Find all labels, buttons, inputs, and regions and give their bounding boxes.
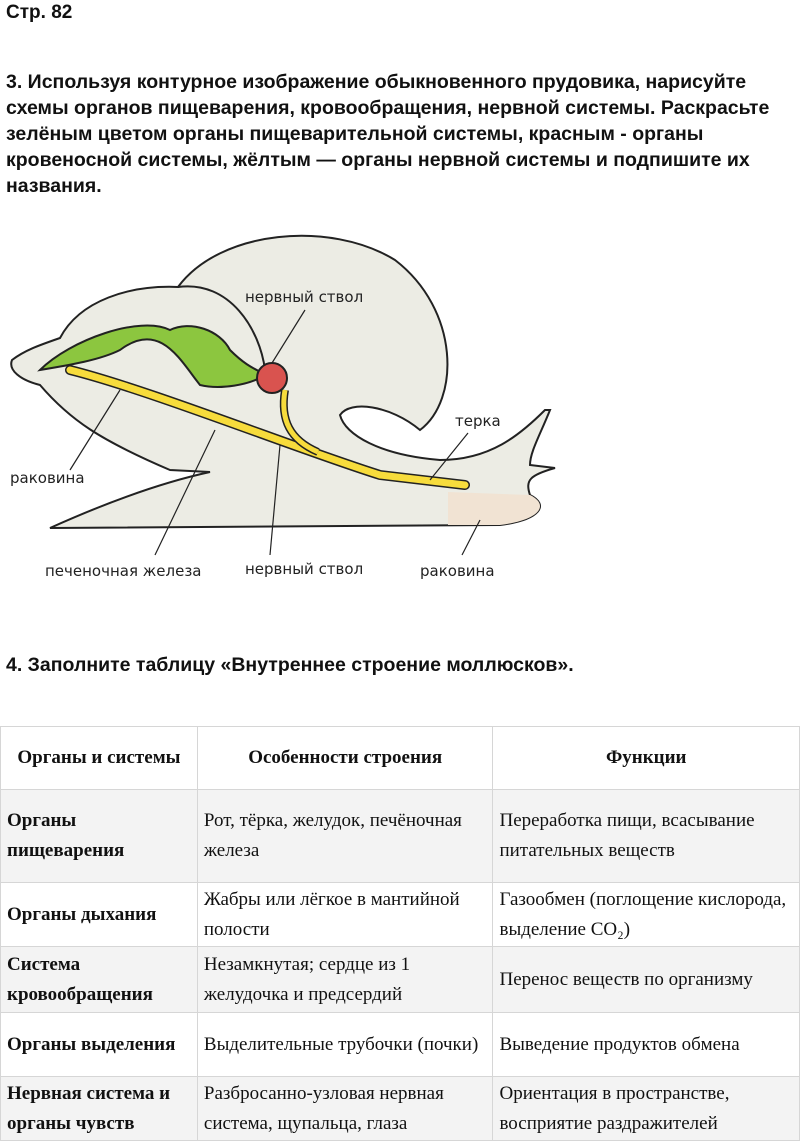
cell: Газообмен (поглощение кислорода, выделен…	[492, 882, 800, 947]
task-3-text: 3. Используя контурное изображение обыкн…	[6, 71, 770, 197]
cell: Перенос веществ по организму	[492, 946, 800, 1013]
header-functions: Функции	[492, 726, 800, 790]
table-header: Органы и системы Особенности строения Фу…	[0, 726, 800, 790]
mollusc-table: Органы и системы Особенности строения Фу…	[0, 726, 800, 1141]
shell-whorl	[177, 285, 266, 371]
label-nerve-top: нервный ствол	[245, 288, 363, 306]
table-row: Система кровообращения Незамкнутая; серд…	[0, 946, 800, 1013]
heart	[256, 362, 288, 394]
cell: Нервная система и органы чувств	[0, 1076, 198, 1141]
header-organs: Органы и системы	[0, 726, 198, 790]
cell: Незамкнутая; сердце из 1 желудочка и пре…	[196, 946, 494, 1013]
cell: Ориентация в пространстве, восприятие ра…	[492, 1076, 800, 1141]
table-row: Органы выделения Выделительные трубочки …	[0, 1012, 800, 1077]
cell: Жабры или лёгкое в мантийной полости	[196, 882, 494, 947]
label-shell-left: раковина	[10, 469, 85, 487]
cell: Органы выделения	[0, 1012, 198, 1077]
cell: Система кровообращения	[0, 946, 198, 1013]
page-label: Стр. 82	[6, 2, 73, 23]
cell: Разбросанно-узловая нервная система, щуп…	[196, 1076, 494, 1141]
label-liver: печеночная железа	[45, 562, 202, 580]
label-shell-right: раковина	[420, 562, 495, 580]
cell: Рот, тёрка, желудок, печёночная железа	[196, 789, 494, 883]
cell: Выведение продуктов обмена	[492, 1012, 800, 1077]
cell: Выделительные трубочки (почки)	[196, 1012, 494, 1077]
label-nerve: нервный ствол	[245, 560, 363, 578]
label-radula: терка	[455, 412, 501, 430]
table-row: Нервная система и органы чувств Разброса…	[0, 1076, 800, 1141]
table-row: Органы пищеварения Рот, тёрка, желудок, …	[0, 789, 800, 883]
cell: Переработка пищи, всасывание питательных…	[492, 789, 800, 883]
foot-area	[448, 492, 540, 525]
table-row: Органы дыхания Жабры или лёгкое в мантий…	[0, 882, 800, 947]
task-4-text: 4. Заполните таблицу «Внутреннее строени…	[6, 654, 574, 676]
cell: Органы дыхания	[0, 882, 198, 947]
snail-diagram: нервный ствол раковина печеночная железа…	[10, 234, 556, 580]
header-structure: Особенности строения	[196, 726, 494, 790]
cell: Органы пищеварения	[0, 789, 198, 883]
